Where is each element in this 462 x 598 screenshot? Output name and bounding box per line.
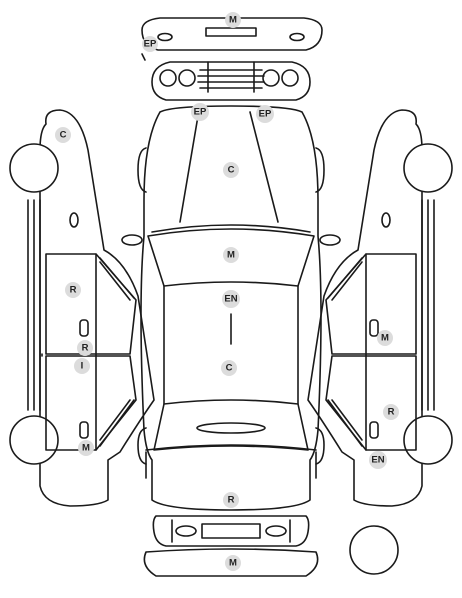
marker-left-c[interactable]: C — [55, 127, 71, 143]
front-headlights-view — [151, 61, 311, 101]
rear-bumper-view — [143, 548, 319, 577]
svg-text:I: I — [81, 361, 84, 372]
rear-lights-view — [152, 515, 310, 547]
marker-roof-en[interactable]: EN — [222, 290, 240, 308]
right-side-view — [307, 109, 453, 507]
marker-hood-ep-left[interactable]: EP — [191, 103, 209, 121]
marker-windshield-m[interactable]: M — [223, 247, 239, 263]
top-view-car — [121, 105, 341, 511]
svg-text:EN: EN — [224, 294, 237, 305]
svg-text:C: C — [60, 130, 67, 141]
svg-text:M: M — [229, 558, 237, 569]
svg-text:R: R — [82, 343, 89, 354]
svg-text:R: R — [228, 495, 235, 506]
marker-left-r-upper[interactable]: R — [65, 282, 81, 298]
marker-trunk-r[interactable]: R — [223, 492, 239, 508]
svg-text:M: M — [82, 443, 90, 454]
svg-text:R: R — [70, 285, 77, 296]
marker-left-m[interactable]: M — [78, 440, 94, 456]
marker-left-r-lower[interactable]: R — [77, 340, 93, 356]
marker-top-ep[interactable]: EP — [142, 36, 158, 52]
svg-text:M: M — [229, 15, 237, 26]
svg-text:EN: EN — [371, 455, 384, 466]
marker-hood-c[interactable]: C — [223, 162, 239, 178]
svg-text:R: R — [388, 407, 395, 418]
svg-text:M: M — [227, 250, 235, 261]
marker-right-en[interactable]: EN — [369, 451, 387, 469]
marker-hood-ep-right[interactable]: EP — [256, 105, 274, 123]
svg-text:EP: EP — [144, 39, 157, 50]
marker-top-roof[interactable]: M — [225, 12, 241, 28]
spare-wheel — [349, 525, 399, 575]
svg-text:EP: EP — [194, 107, 207, 118]
svg-text:EP: EP — [259, 109, 272, 120]
marker-left-i[interactable]: I — [74, 358, 90, 374]
marker-bottom-m[interactable]: M — [225, 555, 241, 571]
left-side-view — [9, 109, 155, 507]
marker-roof-c[interactable]: C — [221, 360, 237, 376]
svg-text:M: M — [381, 333, 389, 344]
marker-right-r[interactable]: R — [383, 404, 399, 420]
svg-text:C: C — [226, 363, 233, 374]
svg-text:C: C — [228, 165, 235, 176]
marker-right-m[interactable]: M — [377, 330, 393, 346]
